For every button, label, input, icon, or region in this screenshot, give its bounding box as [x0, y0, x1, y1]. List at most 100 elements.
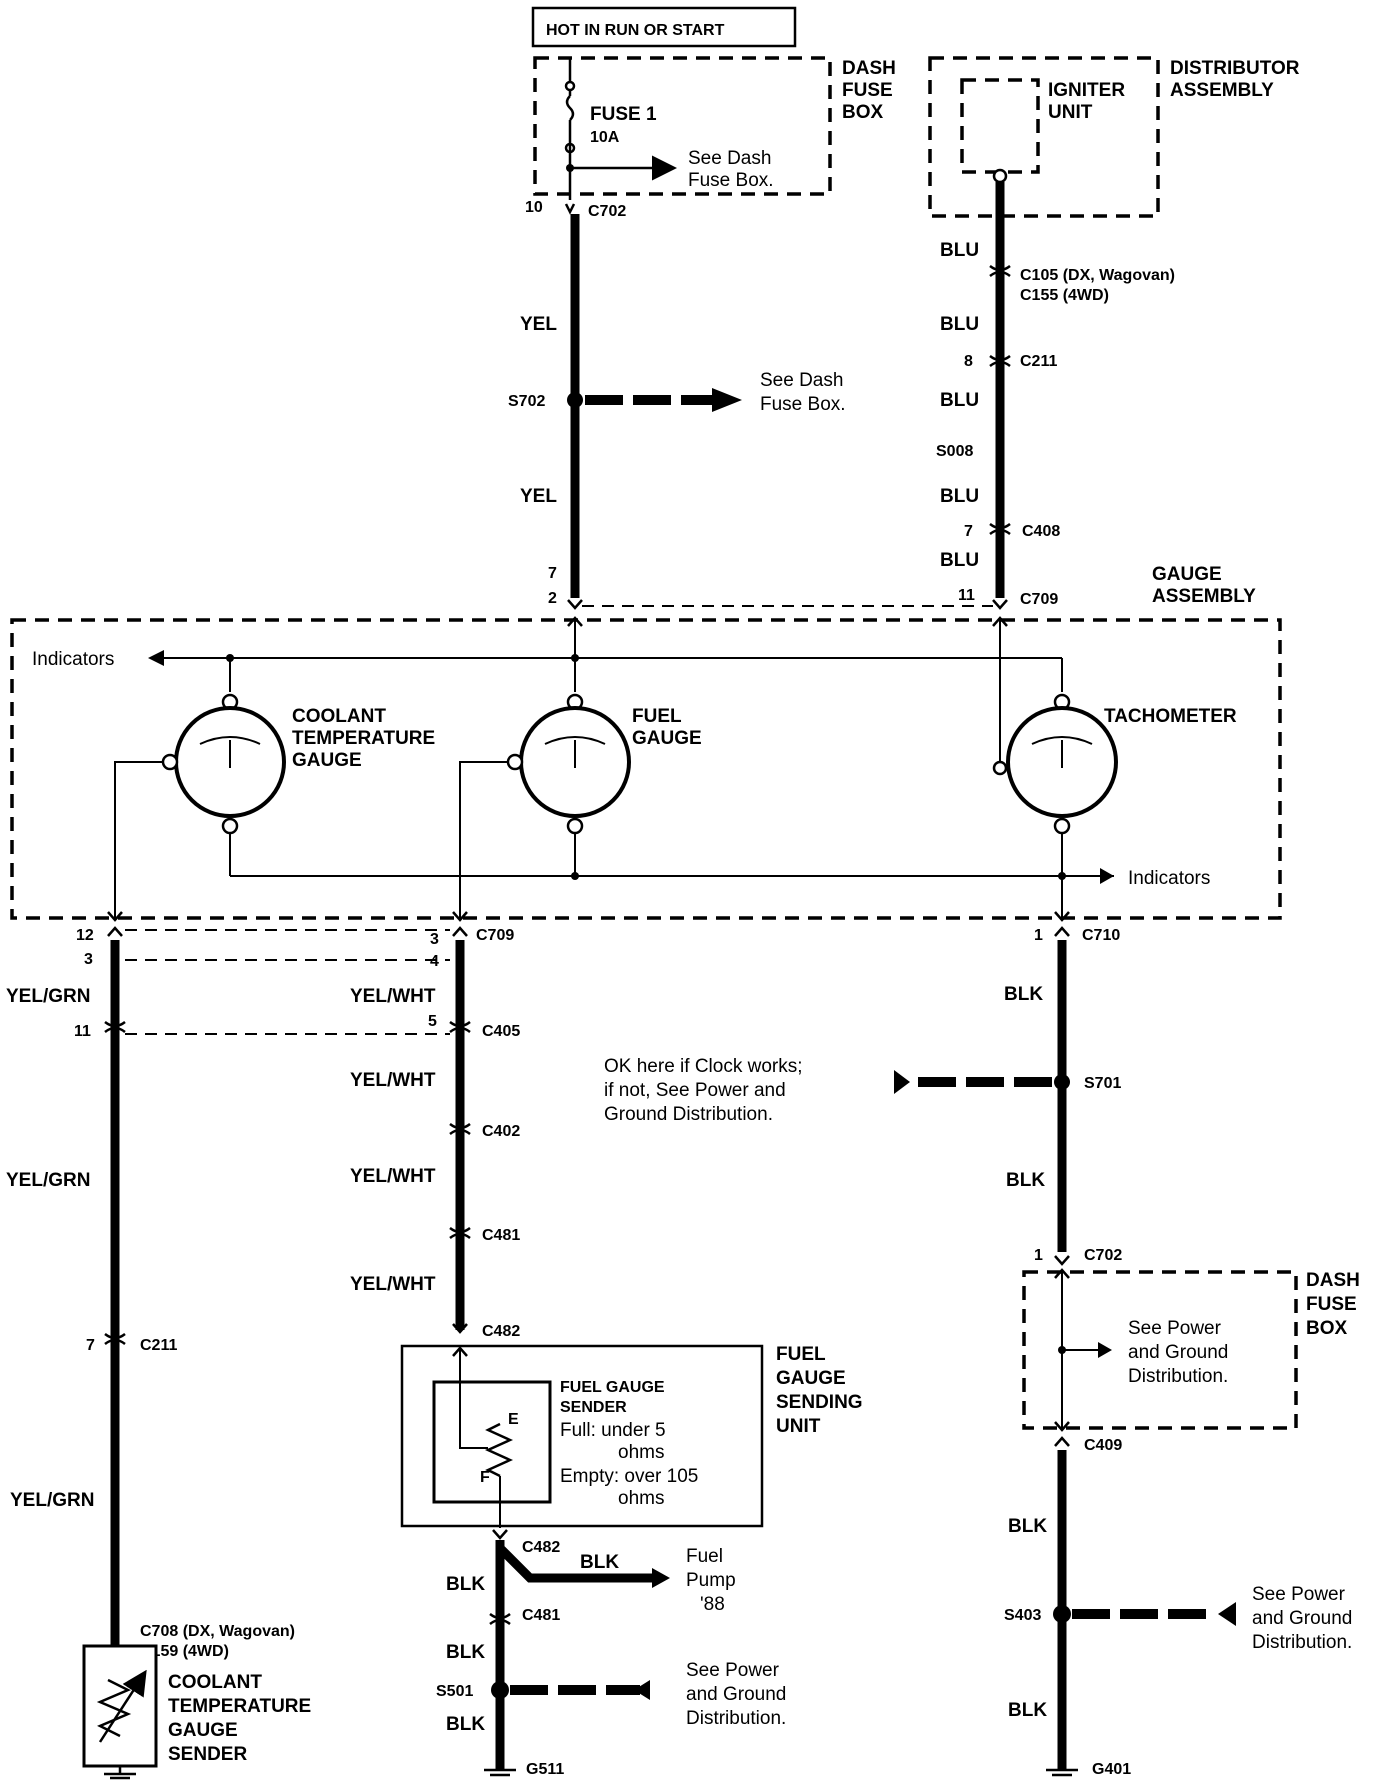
pin-3b: 3: [84, 951, 93, 968]
c408-label: C408: [1022, 523, 1060, 540]
dash-fuse-bottom-label-2: FUSE: [1306, 1294, 1357, 1315]
wire-label-blk-2: BLK: [446, 1642, 485, 1663]
pin-2: 2: [548, 590, 557, 607]
s008-label: S008: [936, 443, 973, 460]
fuel-sender-full: Full: under 5: [560, 1420, 666, 1441]
distributor-label-2: ASSEMBLY: [1170, 80, 1274, 101]
fuse-rating: 10A: [590, 129, 620, 146]
fuel-pump-label-1: Fuel: [686, 1546, 723, 1567]
fuel-sender-inner: [432, 1380, 552, 1504]
dash-fuse-box-label-1: DASH: [842, 58, 896, 79]
gauge-assembly-label-2: ASSEMBLY: [1152, 586, 1256, 607]
dash-fuse-box-label-3: BOX: [842, 102, 884, 123]
distributor-label-1: DISTRIBUTOR: [1170, 58, 1300, 79]
c155-label: C155 (4WD): [1020, 287, 1109, 304]
c482-top: C482: [482, 1323, 520, 1340]
pin-3a: 3: [430, 931, 439, 948]
dash-fuse-bottom-label-1: DASH: [1306, 1270, 1360, 1291]
fuel-sender-empty: Empty: over 105: [560, 1466, 698, 1487]
wire-label-yelgrn-2: YEL/GRN: [6, 1170, 90, 1191]
fuel-pump-label-3: '88: [700, 1594, 725, 1615]
fuel-unit-label-4: UNIT: [776, 1416, 821, 1437]
s501-label: S501: [436, 1683, 473, 1700]
s701-label: S701: [1084, 1075, 1121, 1092]
gauge-assembly-box: [10, 618, 1282, 920]
power-label: HOT IN RUN OR START: [546, 22, 725, 39]
c211-dist: C211: [1020, 353, 1057, 370]
wire-label-blu-3: BLU: [940, 390, 979, 411]
dash-fuse-bottom-label-3: BOX: [1306, 1318, 1348, 1339]
wire-label-blu-2: BLU: [940, 314, 979, 335]
c402-label: C402: [482, 1123, 520, 1140]
coolant-sender-label-2: TEMPERATURE: [168, 1696, 311, 1717]
wire-label-yelgrn-1: YEL/GRN: [6, 986, 90, 1007]
c159-label: C159 (4WD): [140, 1643, 229, 1660]
see-dash-fuse-3: See Dash: [760, 370, 843, 391]
s701-splice: [1054, 1074, 1070, 1090]
fuel-sender-title-1: FUEL GAUGE: [560, 1379, 665, 1396]
fuel-gauge-label-2: GAUGE: [632, 728, 702, 749]
wire-label-blk-6: BLK: [1008, 1516, 1047, 1537]
fuel-unit-label-3: SENDING: [776, 1392, 863, 1413]
pin-7a: 7: [548, 565, 557, 582]
tachometer-label: TACHOMETER: [1104, 706, 1237, 727]
coolant-sender-box: [82, 1644, 158, 1768]
wire-label-blk-7: BLK: [1008, 1700, 1047, 1721]
wire-label-blu-4: BLU: [940, 486, 979, 507]
pin-11a: 11: [958, 587, 975, 604]
pin-12: 12: [76, 927, 94, 944]
igniter-box: [960, 78, 1040, 174]
fuse-name: FUSE 1: [590, 104, 657, 125]
dash-fuse-box-bottom: [1022, 1270, 1298, 1430]
s403-splice: [1053, 1605, 1071, 1623]
coolant-sender-label-4: SENDER: [168, 1744, 247, 1765]
s501-splice: [491, 1681, 509, 1699]
pin-11b: 11: [74, 1023, 91, 1040]
wire-label-yelwht-2: YEL/WHT: [350, 1070, 436, 1091]
c702-bottom: C702: [1084, 1247, 1122, 1264]
power-label-box: [531, 6, 797, 48]
wire-label-yelwht-1: YEL/WHT: [350, 986, 436, 1007]
fuel-sending-unit-box: [400, 1344, 764, 1528]
see-power-2c: Distribution.: [1128, 1366, 1228, 1387]
pin-1b: 1: [1034, 1247, 1043, 1264]
indicators-left: Indicators: [32, 649, 114, 670]
c710-label: C710: [1082, 927, 1120, 944]
c702-top: C702: [588, 203, 626, 220]
wire-label-blk-1: BLK: [446, 1574, 485, 1595]
fuel-sender-e: E: [508, 1411, 519, 1428]
pin-8: 8: [964, 353, 973, 370]
coolant-gauge-label-2: TEMPERATURE: [292, 728, 435, 749]
fuse-icon: [565, 95, 575, 121]
s403-label: S403: [1004, 1607, 1041, 1624]
fuel-sender-full-ohms: ohms: [618, 1442, 664, 1463]
see-power-1a: See Power: [686, 1660, 780, 1681]
clock-note-2: if not, See Power and: [604, 1080, 786, 1101]
pin-5: 5: [428, 1013, 437, 1030]
pin-1a: 1: [1034, 927, 1043, 944]
wire-label-blk-4: BLK: [1004, 984, 1043, 1005]
c409-label: C409: [1084, 1437, 1122, 1454]
pin-4: 4: [430, 953, 439, 970]
see-dash-fuse-4: Fuse Box.: [760, 394, 846, 415]
gauge-assembly-label-1: GAUGE: [1152, 564, 1222, 585]
dash-fuse-box-top: [533, 56, 832, 196]
fuel-sender-empty-ohms: ohms: [618, 1488, 664, 1509]
c709-top: C709: [1020, 591, 1058, 608]
see-dash-fuse-2: Fuse Box.: [688, 170, 774, 191]
see-power-3c: Distribution.: [1252, 1632, 1352, 1653]
see-power-2a: See Power: [1128, 1318, 1222, 1339]
see-power-2b: and Ground: [1128, 1342, 1228, 1363]
c481-bottom: C481: [522, 1607, 560, 1624]
coolant-sender-label-1: COOLANT: [168, 1672, 262, 1693]
see-dash-fuse-1: See Dash: [688, 148, 771, 169]
pin-10: 10: [525, 199, 543, 216]
see-power-3b: and Ground: [1252, 1608, 1352, 1629]
see-power-1b: and Ground: [686, 1684, 786, 1705]
c211-coolant: C211: [140, 1337, 177, 1354]
coolant-gauge-label-1: COOLANT: [292, 706, 386, 727]
indicators-right: Indicators: [1128, 868, 1210, 889]
s702-label: S702: [508, 393, 545, 410]
c481-top: C481: [482, 1227, 520, 1244]
